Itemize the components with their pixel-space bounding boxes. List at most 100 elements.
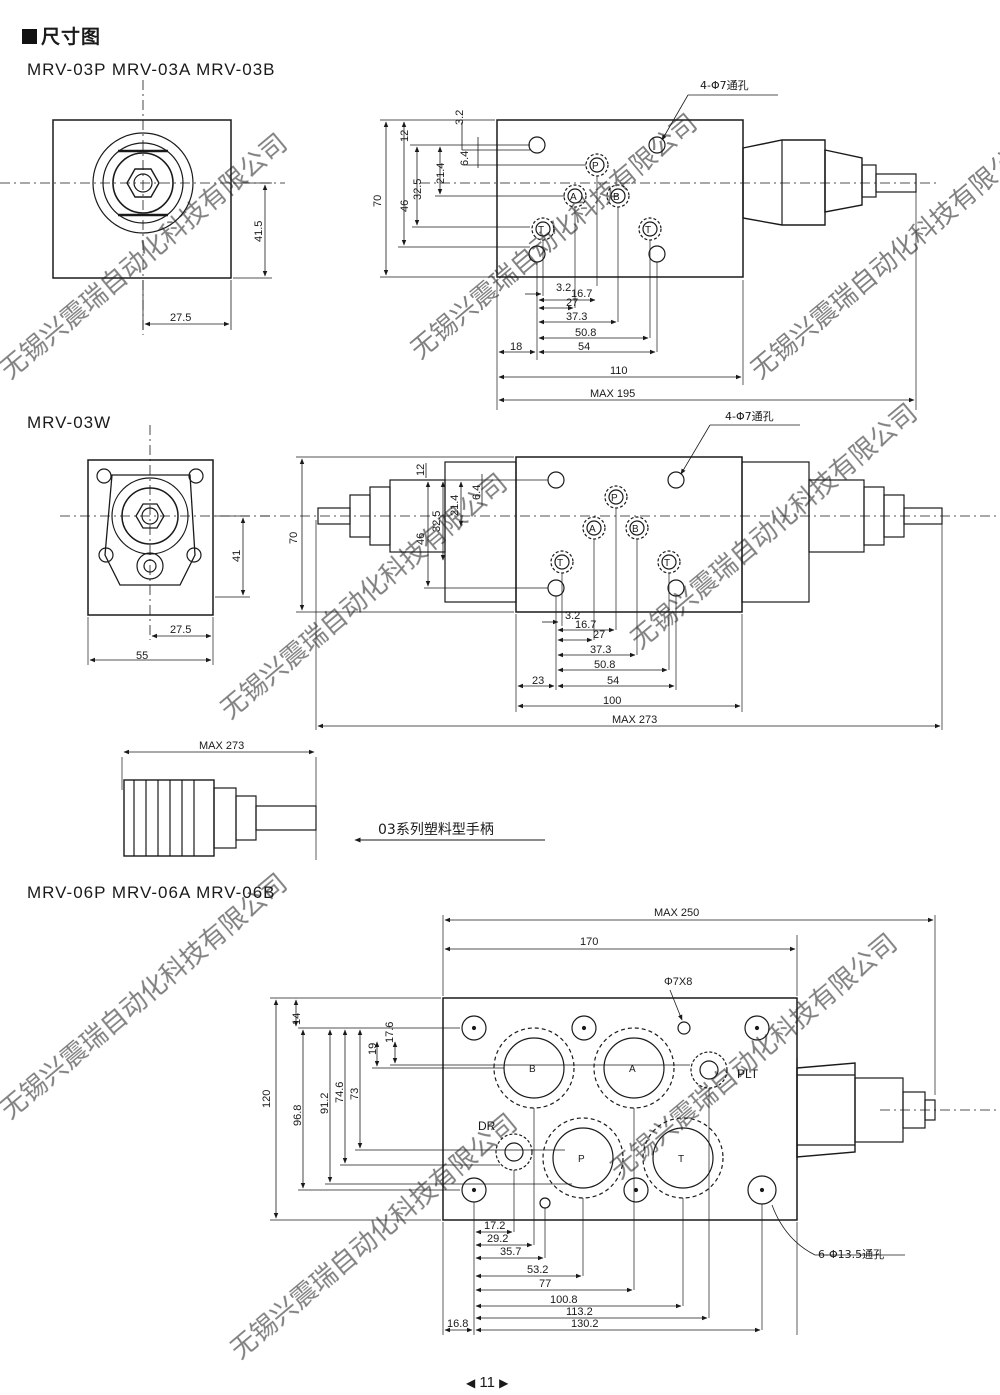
port-b-label: B [632,524,639,535]
plastic-handle-view [121,749,545,860]
dim-label: 27.5 [170,312,191,324]
dim-label: 53.2 [527,1264,548,1276]
port-b-label: B [613,192,620,203]
dim-label: 77 [539,1278,551,1290]
port-t-label: T [678,1154,684,1165]
dim-label: 100 [603,695,621,707]
dim-label: 17.6 [384,1022,396,1043]
mrv03w-end-view [60,425,270,665]
dim-label: 19 [367,1043,379,1055]
dim-label: 113.2 [566,1306,593,1318]
dim-label: 12 [399,130,411,142]
dim-label: 29.2 [487,1233,508,1245]
dim-label: 50.8 [575,327,596,339]
dim-label: 70 [372,195,384,207]
callout-holes-03w: 4-Φ7通孔 [725,410,774,423]
model-label-03: MRV-03P MRV-03A MRV-03B [27,60,276,79]
port-a-label: A [589,524,596,535]
mrv03-end-view [0,80,285,335]
dim-label: 12 [415,464,427,476]
dim-label: 27.5 [170,624,191,636]
dim-label: 16.7 [571,288,592,300]
dim-label: 120 [261,1090,273,1108]
port-a-label: A [629,1064,636,1075]
dim-label: 130.2 [571,1318,599,1330]
port-dr-label: DR [478,1119,496,1133]
port-plt-label: PLT [737,1067,759,1081]
dim-label: 35.7 [500,1246,521,1258]
watermark-text: 无锡兴震瑞自动化科技有限公司 [745,128,1000,385]
dim-label: 46 [399,200,411,212]
watermark-text: 无锡兴震瑞自动化科技有限公司 [0,128,293,385]
dim-label: 32.5 [412,179,424,200]
dim-label: 3.2 [556,282,571,294]
dim-label: 3.2 [454,110,466,125]
dimension-labels-03: 3.2 12 6.4 21.4 32.5 46 70 41.5 27.5 3.2… [170,79,749,400]
watermark: 无锡兴震瑞自动化科技有限公司 无锡兴震瑞自动化科技有限公司 无锡兴震瑞自动化科技… [0,108,1000,1365]
dim-label: 32.5 [431,511,443,532]
watermark-text: 无锡兴震瑞自动化科技有限公司 [605,928,903,1185]
dim-label: 16.8 [447,1318,468,1330]
port-t-label: T [538,225,544,236]
mrv06-plan-view [270,915,1000,1335]
dim-label: 54 [607,675,619,687]
port-t-label: T [557,558,563,569]
port-b-label: B [529,1064,536,1075]
dim-label: 54 [578,341,590,353]
model-label-03w: MRV-03W [27,413,112,432]
dim-label: 27 [593,629,605,641]
dim-label: 23 [532,675,544,687]
dim-label: 37.3 [566,311,587,323]
callout-holes-06: 6-Φ13.5通孔 [818,1248,884,1261]
page-title: 尺寸图 [22,22,101,49]
dim-label: 170 [580,936,598,948]
watermark-text: 无锡兴震瑞自动化科技有限公司 [625,398,923,655]
dimension-labels-03w: 12 6.4 21.4 32.5 46 70 41 27.5 55 3.2 16… [136,410,774,838]
dim-label: 21.4 [449,495,461,516]
dim-label: 74.6 [334,1082,346,1103]
dim-label: 14 [291,1013,303,1025]
dim-label: 50.8 [594,659,615,671]
dim-label: 41.5 [253,221,265,242]
watermark-text: 无锡兴震瑞自动化科技有限公司 [405,108,703,365]
page-number: ◀ 11 ▶ [466,1374,509,1391]
dim-label: 37.3 [590,644,611,656]
dim-label: MAX 250 [654,907,699,919]
dim-label: MAX 195 [590,388,635,400]
dim-label: 3.2 [565,610,580,622]
dim-label: 91.2 [319,1093,331,1114]
port-p-label: P [611,493,618,504]
dim-label: 100.8 [550,1294,578,1306]
dimension-labels-06: MAX 250 170 Φ7X8 14 17.6 19 73 74.6 91.2… [261,907,884,1330]
dim-label: 17.2 [484,1220,505,1232]
callout-pins: Φ7X8 [664,976,692,988]
port-a-label: A [570,192,577,203]
watermark-text: 无锡兴震瑞自动化科技有限公司 [225,1108,523,1365]
callout-handle: 03系列塑料型手柄 [378,822,494,838]
port-p-label: P [578,1154,585,1165]
mrv03w-plan-view [260,424,1000,730]
model-label-06: MRV-06P MRV-06A MRV-06B [27,883,276,902]
mrv03-plan-view [380,94,940,410]
callout-holes-03: 4-Φ7通孔 [700,79,749,92]
dim-label: MAX 273 [612,714,657,726]
dim-label: 6.4 [459,151,471,166]
square-bullet-icon [22,29,37,44]
dim-label: 46 [415,533,427,545]
triangle-left-icon: ◀ [466,1376,476,1390]
dim-label: MAX 273 [199,740,244,752]
dim-label: 41 [231,550,243,562]
port-t-label: T [645,225,651,236]
dim-label: 6.4 [471,485,483,500]
watermark-text: 无锡兴震瑞自动化科技有限公司 [215,468,513,725]
dim-label: 18 [510,341,522,353]
watermark-text: 无锡兴震瑞自动化科技有限公司 [0,868,293,1125]
dim-label: 21.4 [435,163,447,184]
dim-label: 27 [566,297,578,309]
port-t-label: T [664,558,670,569]
dim-label: 70 [288,532,300,544]
dim-label: 96.8 [292,1105,304,1126]
dim-label: 73 [349,1088,361,1100]
